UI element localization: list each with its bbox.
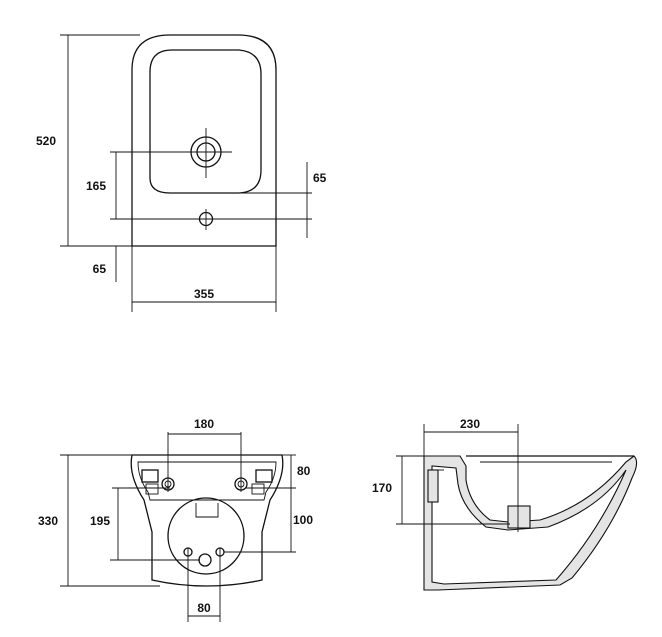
dim-height: 330 — [38, 514, 58, 528]
rear-flange — [427, 469, 439, 503]
dim-bolt-spacing-top: 180 — [194, 417, 214, 431]
side-section-view: 230 170 — [372, 417, 638, 591]
dim-hole-offset-rear: 65 — [93, 262, 107, 276]
dim-waste-height: 195 — [90, 514, 110, 528]
dim-side-waste-distance: 230 — [460, 417, 480, 431]
top-view-outline — [131, 34, 277, 247]
dim-bolt-top: 80 — [297, 464, 311, 478]
waste-outlet-section — [507, 505, 531, 529]
dim-side-waste-height: 170 — [372, 481, 392, 495]
dim-water-spacing: 80 — [197, 601, 211, 615]
top-view: 520 165 65 65 355 — [36, 34, 327, 312]
front-view: 180 330 195 80 100 80 — [38, 417, 313, 622]
front-view-outline — [130, 454, 284, 587]
left-mount-slot — [141, 469, 159, 483]
right-mount-slot — [255, 469, 273, 483]
dim-bolt-to-waste: 100 — [293, 513, 313, 527]
dim-hole-offset-right: 65 — [313, 171, 327, 185]
top-view-bowl — [149, 49, 262, 194]
waste-outlet-icon — [198, 553, 212, 567]
dim-overall-depth: 520 — [36, 134, 56, 148]
wall-opening-icon — [167, 497, 245, 575]
dim-width: 355 — [194, 287, 214, 301]
dim-tap-to-hole: 165 — [86, 179, 106, 193]
